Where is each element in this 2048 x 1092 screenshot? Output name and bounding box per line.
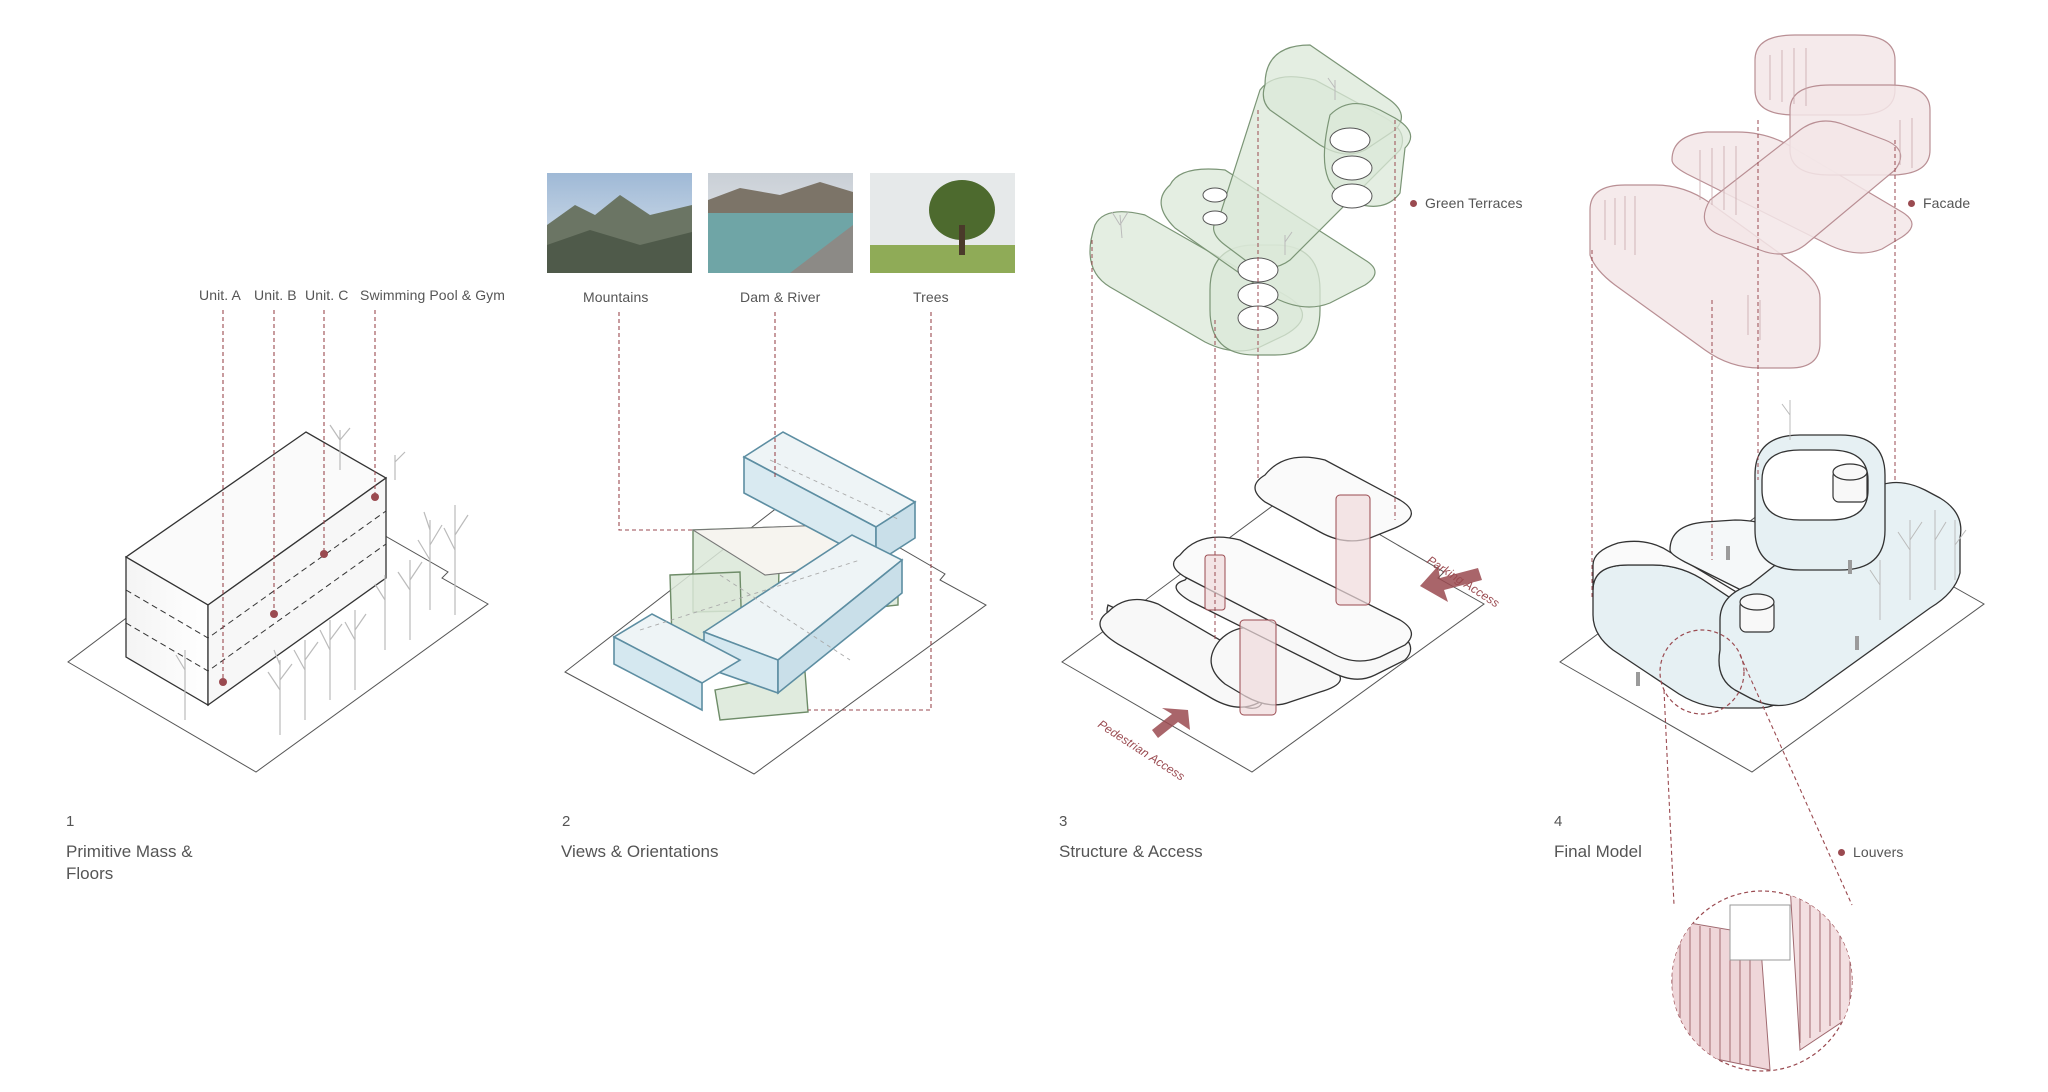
parking-access-arrow [1420,566,1482,602]
label-facade: Facade [1923,195,1971,211]
green-terraces-dot [1410,200,1417,207]
louvers-magnifier [1659,629,1853,1072]
terrace-holes [1202,127,1373,331]
pool-gym-marker [371,493,379,501]
alignment-lines-3 [1091,110,1396,640]
photo-trees [870,173,1015,273]
label-swimming-pool-gym: Swimming Pool & Gym [360,287,506,303]
label-mountains: Mountains [583,289,649,305]
panel-3-title: Structure & Access [1059,842,1203,861]
unit-b-marker [270,610,278,618]
blue-volumes [612,431,917,712]
primitive-mass-box [124,431,388,707]
panel-1-primitive-mass [67,310,489,773]
hidden-lines-2 [639,459,901,661]
facade-stripes [1604,48,1913,340]
panel-2-views [547,173,1015,775]
unit-c-marker [320,550,328,558]
label-unit-c: Unit. C [305,287,349,303]
label-trees: Trees [913,289,949,305]
panel-4-number: 4 [1554,813,1563,830]
view-leaders [618,312,932,711]
panel-1-number: 1 [66,813,75,830]
facade-ribbons [1589,34,1931,369]
panel-2-title: Views & Orientations [561,842,719,861]
label-dam-river: Dam & River [740,289,821,305]
unit-leaders [222,310,376,682]
zoom-source-circle [1659,629,1745,715]
people [1636,546,1859,686]
label-unit-b: Unit. B [254,287,297,303]
unit-a-marker [219,678,227,686]
panel-4-final [1559,34,1985,1072]
rooftop-cylinders [1739,463,1868,633]
access-arrows [1152,566,1482,738]
trees-3 [1111,77,1336,255]
louvers-dot [1838,849,1845,856]
stair-cores [1204,494,1371,716]
label-louvers: Louvers [1853,844,1904,860]
final-model-volumes [1592,434,1962,709]
panel-2-number: 2 [562,813,571,830]
panel-1-title: Primitive Mass & Floors [66,842,193,883]
panel-3-number: 3 [1059,813,1068,830]
pedestrian-access-arrow [1152,708,1190,738]
facade-dot [1908,200,1915,207]
label-unit-a: Unit. A [199,287,241,303]
label-green-terraces: Green Terraces [1425,195,1523,211]
alignment-lines-4 [1591,120,1896,600]
trees-4 [1781,400,1967,620]
panel-3-structure [1061,44,1485,773]
photo-dam-river [708,173,853,273]
panel-4-title: Final Model [1554,842,1642,861]
photo-mountains [547,173,692,273]
trees-1 [175,424,469,735]
